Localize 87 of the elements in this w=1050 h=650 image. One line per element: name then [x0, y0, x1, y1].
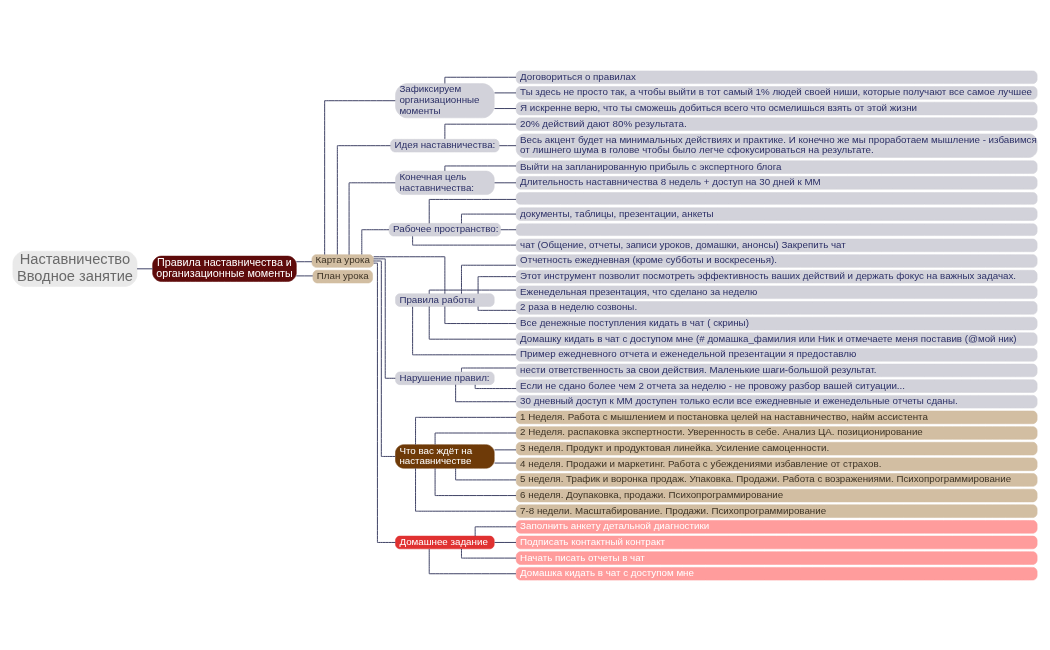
node-box: [515, 223, 1038, 236]
connector: [412, 235, 517, 246]
node-box: Этот инструмент позволит посмотреть эффективность ваших действий и держать фокус на важных задачах.: [515, 269, 1038, 283]
connector: [444, 305, 517, 324]
connector: [461, 547, 517, 559]
node-box: 3 неделя. Продукт и продуктовая линейка. Усиление самоценности.: [515, 441, 1038, 455]
connector: [494, 91, 517, 93]
node-box: 20% действий дают 80% результата.: [515, 117, 1038, 131]
node-box: 6 неделя. Доупаковка, продажи. Психопрограммирование: [515, 488, 1038, 502]
connector: [494, 107, 517, 109]
connector: [494, 181, 517, 183]
connector: [494, 541, 517, 543]
node-box: 30 дневный доступ к ММ доступен только если все ежедневные и еженедельные отчеты сданы.: [515, 394, 1038, 408]
node-box: Карта урока: [311, 253, 374, 268]
connector: [373, 260, 396, 457]
connector: [455, 383, 517, 402]
node-box: чат (Общение, отчеты, записи уроков, домашки, анонсы) Закрепить чат: [515, 238, 1038, 252]
connector: [415, 467, 517, 512]
connector: [444, 164, 517, 171]
connector: [444, 123, 517, 139]
connector: [474, 383, 517, 389]
node-box: Все денежные поступления кидать в чат ( скрины): [515, 316, 1038, 330]
connector: [461, 367, 517, 372]
node-box: 1 Неделя. Работа с мышлением и постановка целей на наставничество, найм ассистента: [515, 410, 1038, 424]
connector: [494, 448, 517, 450]
node-box: Правила наставничества и организационные моменты: [152, 255, 297, 282]
connector: [373, 262, 396, 543]
node-box: Подписать контактный контракт: [515, 535, 1038, 549]
node-box: 4 неделя. Продажи и маркетинг. Работа с убеждениями избавление от страхов.: [515, 457, 1038, 471]
node-box: Домашнее задание: [395, 535, 495, 549]
connector: [434, 467, 517, 496]
connector: [412, 305, 517, 355]
connector: [428, 305, 517, 340]
connector: [361, 228, 390, 255]
node-box: Длительность наставничества 8 недель + доступ на 30 дней к ММ: [515, 175, 1038, 189]
node-box: Если не сдано более чем 2 отчета за неделю - не провожу разбор вашей ситуации...: [515, 378, 1038, 393]
connector: [500, 228, 517, 230]
node-box: Договориться о правилах: [515, 70, 1038, 84]
connector: [295, 274, 314, 276]
node-box: Начать писать отчеты в чат: [515, 550, 1038, 565]
node-box: Домашку кидать в чат с доступом мне (# домашка_фамилия или Ник и отмечаете меня поставив (@мой ник): [515, 332, 1038, 346]
node-box: 7-8 недели. Масштабирование. Продажи. Психопрограммирование: [515, 504, 1038, 518]
connector: [461, 213, 517, 224]
connector: [434, 432, 517, 445]
node-box: документы, таблицы, презентации, анкеты: [515, 206, 1038, 221]
node-box: Заполнить анкету детальной диагностики: [515, 519, 1038, 533]
node-box: Правила работы: [395, 292, 495, 307]
connector: [373, 255, 446, 294]
connector: [477, 305, 517, 311]
connector: [461, 264, 517, 294]
connector: [498, 144, 517, 146]
node-box: Ты здесь не просто так, а чтобы выйти в тот самый 1% людей своей ниши, которые получают все самое лучшее: [515, 85, 1038, 100]
node-box: Нарушение правил:: [395, 371, 495, 385]
connector: [428, 289, 517, 294]
node-box: Весь акцент будет на минимальных действиях и практике. И конечно же мы проработаем мышление - избавимся от лишнего шума в голове чтобы было легче сфокусироваться на результате.: [515, 133, 1038, 158]
connector: [474, 525, 517, 537]
node-box: Зафиксируем организационные моменты: [395, 82, 495, 118]
node-box: Я искренне верю, что ты сможешь добиться всего что осмелишься взять от этой жизни: [515, 101, 1038, 115]
connector: [415, 416, 517, 445]
node-box: Домашка кидать в чат с доступом мне: [515, 566, 1038, 580]
connector: [324, 99, 396, 255]
node-box: Идея наставничества:: [390, 138, 500, 152]
node-box: Пример ежедневного отчета и еженедельной презентации я предоставлю: [515, 347, 1038, 361]
node-box: [515, 191, 1038, 205]
connector: [477, 275, 517, 294]
connector: [428, 198, 517, 224]
node-box: нести ответственность за свои действия. Маленькие шаги-большой результат.: [515, 363, 1038, 377]
connector: [373, 257, 396, 379]
node-box: План урока: [312, 269, 373, 283]
node-box: Рабочее пространство:: [388, 222, 501, 236]
connector: [428, 548, 517, 574]
node-box: Отчетность ежедневная (кроме субботы и воскресенья).: [515, 253, 1038, 268]
connector: [295, 260, 313, 262]
node-box: Конечная цель наставничества:: [395, 170, 495, 195]
node-box: Наставничество Вводное занятие: [12, 250, 138, 287]
connector: [336, 144, 391, 255]
connector: [444, 76, 517, 84]
connector: [136, 267, 154, 269]
connector: [494, 462, 517, 464]
node-box: 2 раза в неделю созвоны.: [515, 300, 1038, 315]
node-box: 2 Неделя. распаковка экспертности. Уверенность в себе. Анализ ЦА. позиционирование: [515, 425, 1038, 440]
connector: [348, 181, 396, 255]
connector: [455, 467, 517, 480]
node-box: 5 неделя. Трафик и воронка продаж. Упаковка. Продажи. Работа с возражениями. Психопрограммирование: [515, 472, 1038, 487]
node-box: Еженедельная презентация, что сделано за неделю: [515, 285, 1038, 299]
node-box: Выйти на запланированную прибыль с экспертного блога: [515, 160, 1038, 174]
node-box: Что вас ждёт на наставничестве: [395, 443, 495, 468]
